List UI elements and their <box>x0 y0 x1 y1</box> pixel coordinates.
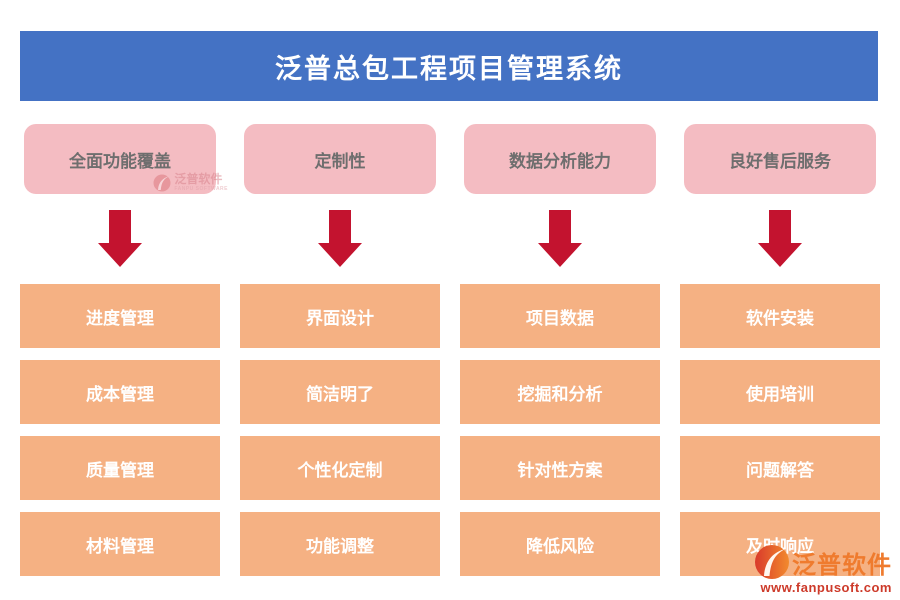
feature-item: 针对性方案 <box>460 436 660 500</box>
feature-item: 成本管理 <box>20 360 220 424</box>
feature-item: 项目数据 <box>460 284 660 348</box>
feature-item: 界面设计 <box>240 284 440 348</box>
feature-item: 问题解答 <box>680 436 880 500</box>
title-banner: 泛普总包工程项目管理系统 <box>20 31 878 101</box>
down-arrow-icon <box>318 210 362 267</box>
feature-item: 质量管理 <box>20 436 220 500</box>
column-full-coverage: 全面功能覆盖 泛普软件 FANPU SOFTWARE 进度管理 成本管理 质量管… <box>20 124 228 588</box>
column-after-sales: 良好售后服务 软件安装 使用培训 问题解答 及时响应 <box>680 124 880 588</box>
down-arrow-icon <box>538 210 582 267</box>
feature-header: 定制性 <box>244 124 436 194</box>
column-customization: 定制性 界面设计 简洁明了 个性化定制 功能调整 <box>240 124 440 588</box>
feature-item-label: 功能调整 <box>306 536 374 556</box>
feature-item: 降低风险 <box>460 512 660 576</box>
fanpu-watermark: 泛普软件 FANPU SOFTWARE <box>153 173 228 192</box>
feature-item-label: 成本管理 <box>86 384 154 404</box>
page-title: 泛普总包工程项目管理系统 <box>275 53 623 84</box>
watermark-subtitle: FANPU SOFTWARE <box>174 186 228 192</box>
feature-header-label: 定制性 <box>314 151 366 171</box>
feature-item: 材料管理 <box>20 512 220 576</box>
feature-item-label: 软件安装 <box>746 308 814 328</box>
feature-header-label: 全面功能覆盖 <box>69 151 171 171</box>
feature-item-label: 质量管理 <box>86 460 154 480</box>
feature-header: 良好售后服务 <box>684 124 876 194</box>
feature-item-label: 界面设计 <box>306 308 374 328</box>
down-arrow-icon <box>98 210 142 267</box>
feature-item-label: 降低风险 <box>526 536 594 556</box>
feature-item-label: 简洁明了 <box>306 384 374 404</box>
feature-columns: 全面功能覆盖 泛普软件 FANPU SOFTWARE 进度管理 成本管理 质量管… <box>20 124 880 588</box>
feature-item-label: 进度管理 <box>86 308 154 328</box>
watermark-name: 泛普软件 <box>174 172 223 186</box>
feature-item-label: 问题解答 <box>746 460 814 480</box>
feature-item: 使用培训 <box>680 360 880 424</box>
feature-item-label: 个性化定制 <box>297 460 383 480</box>
feature-item-label: 挖掘和分析 <box>517 384 603 404</box>
feature-item-label: 针对性方案 <box>517 460 603 480</box>
feature-item: 简洁明了 <box>240 360 440 424</box>
feature-item: 进度管理 <box>20 284 220 348</box>
feature-item: 个性化定制 <box>240 436 440 500</box>
feature-header-label: 数据分析能力 <box>509 151 611 171</box>
brand-name: 泛普软件 <box>792 551 892 579</box>
fanpu-logo-icon <box>153 174 171 191</box>
brand-url: www.fanpusoft.com <box>760 580 892 595</box>
down-arrow-icon <box>758 210 802 267</box>
column-data-analysis: 数据分析能力 项目数据 挖掘和分析 针对性方案 降低风险 <box>460 124 660 588</box>
feature-item: 软件安装 <box>680 284 880 348</box>
feature-item-label: 项目数据 <box>526 308 594 328</box>
feature-item: 挖掘和分析 <box>460 360 660 424</box>
fanpu-brand-logo: 泛普软件 www.fanpusoft.com <box>754 544 892 595</box>
feature-item-label: 使用培训 <box>746 384 814 404</box>
feature-header-label: 良好售后服务 <box>729 151 831 171</box>
feature-item-label: 材料管理 <box>86 536 154 556</box>
feature-item: 功能调整 <box>240 512 440 576</box>
feature-header: 数据分析能力 <box>464 124 656 194</box>
feature-header: 全面功能覆盖 泛普软件 FANPU SOFTWARE <box>24 124 228 194</box>
fanpu-logo-icon <box>755 545 789 579</box>
